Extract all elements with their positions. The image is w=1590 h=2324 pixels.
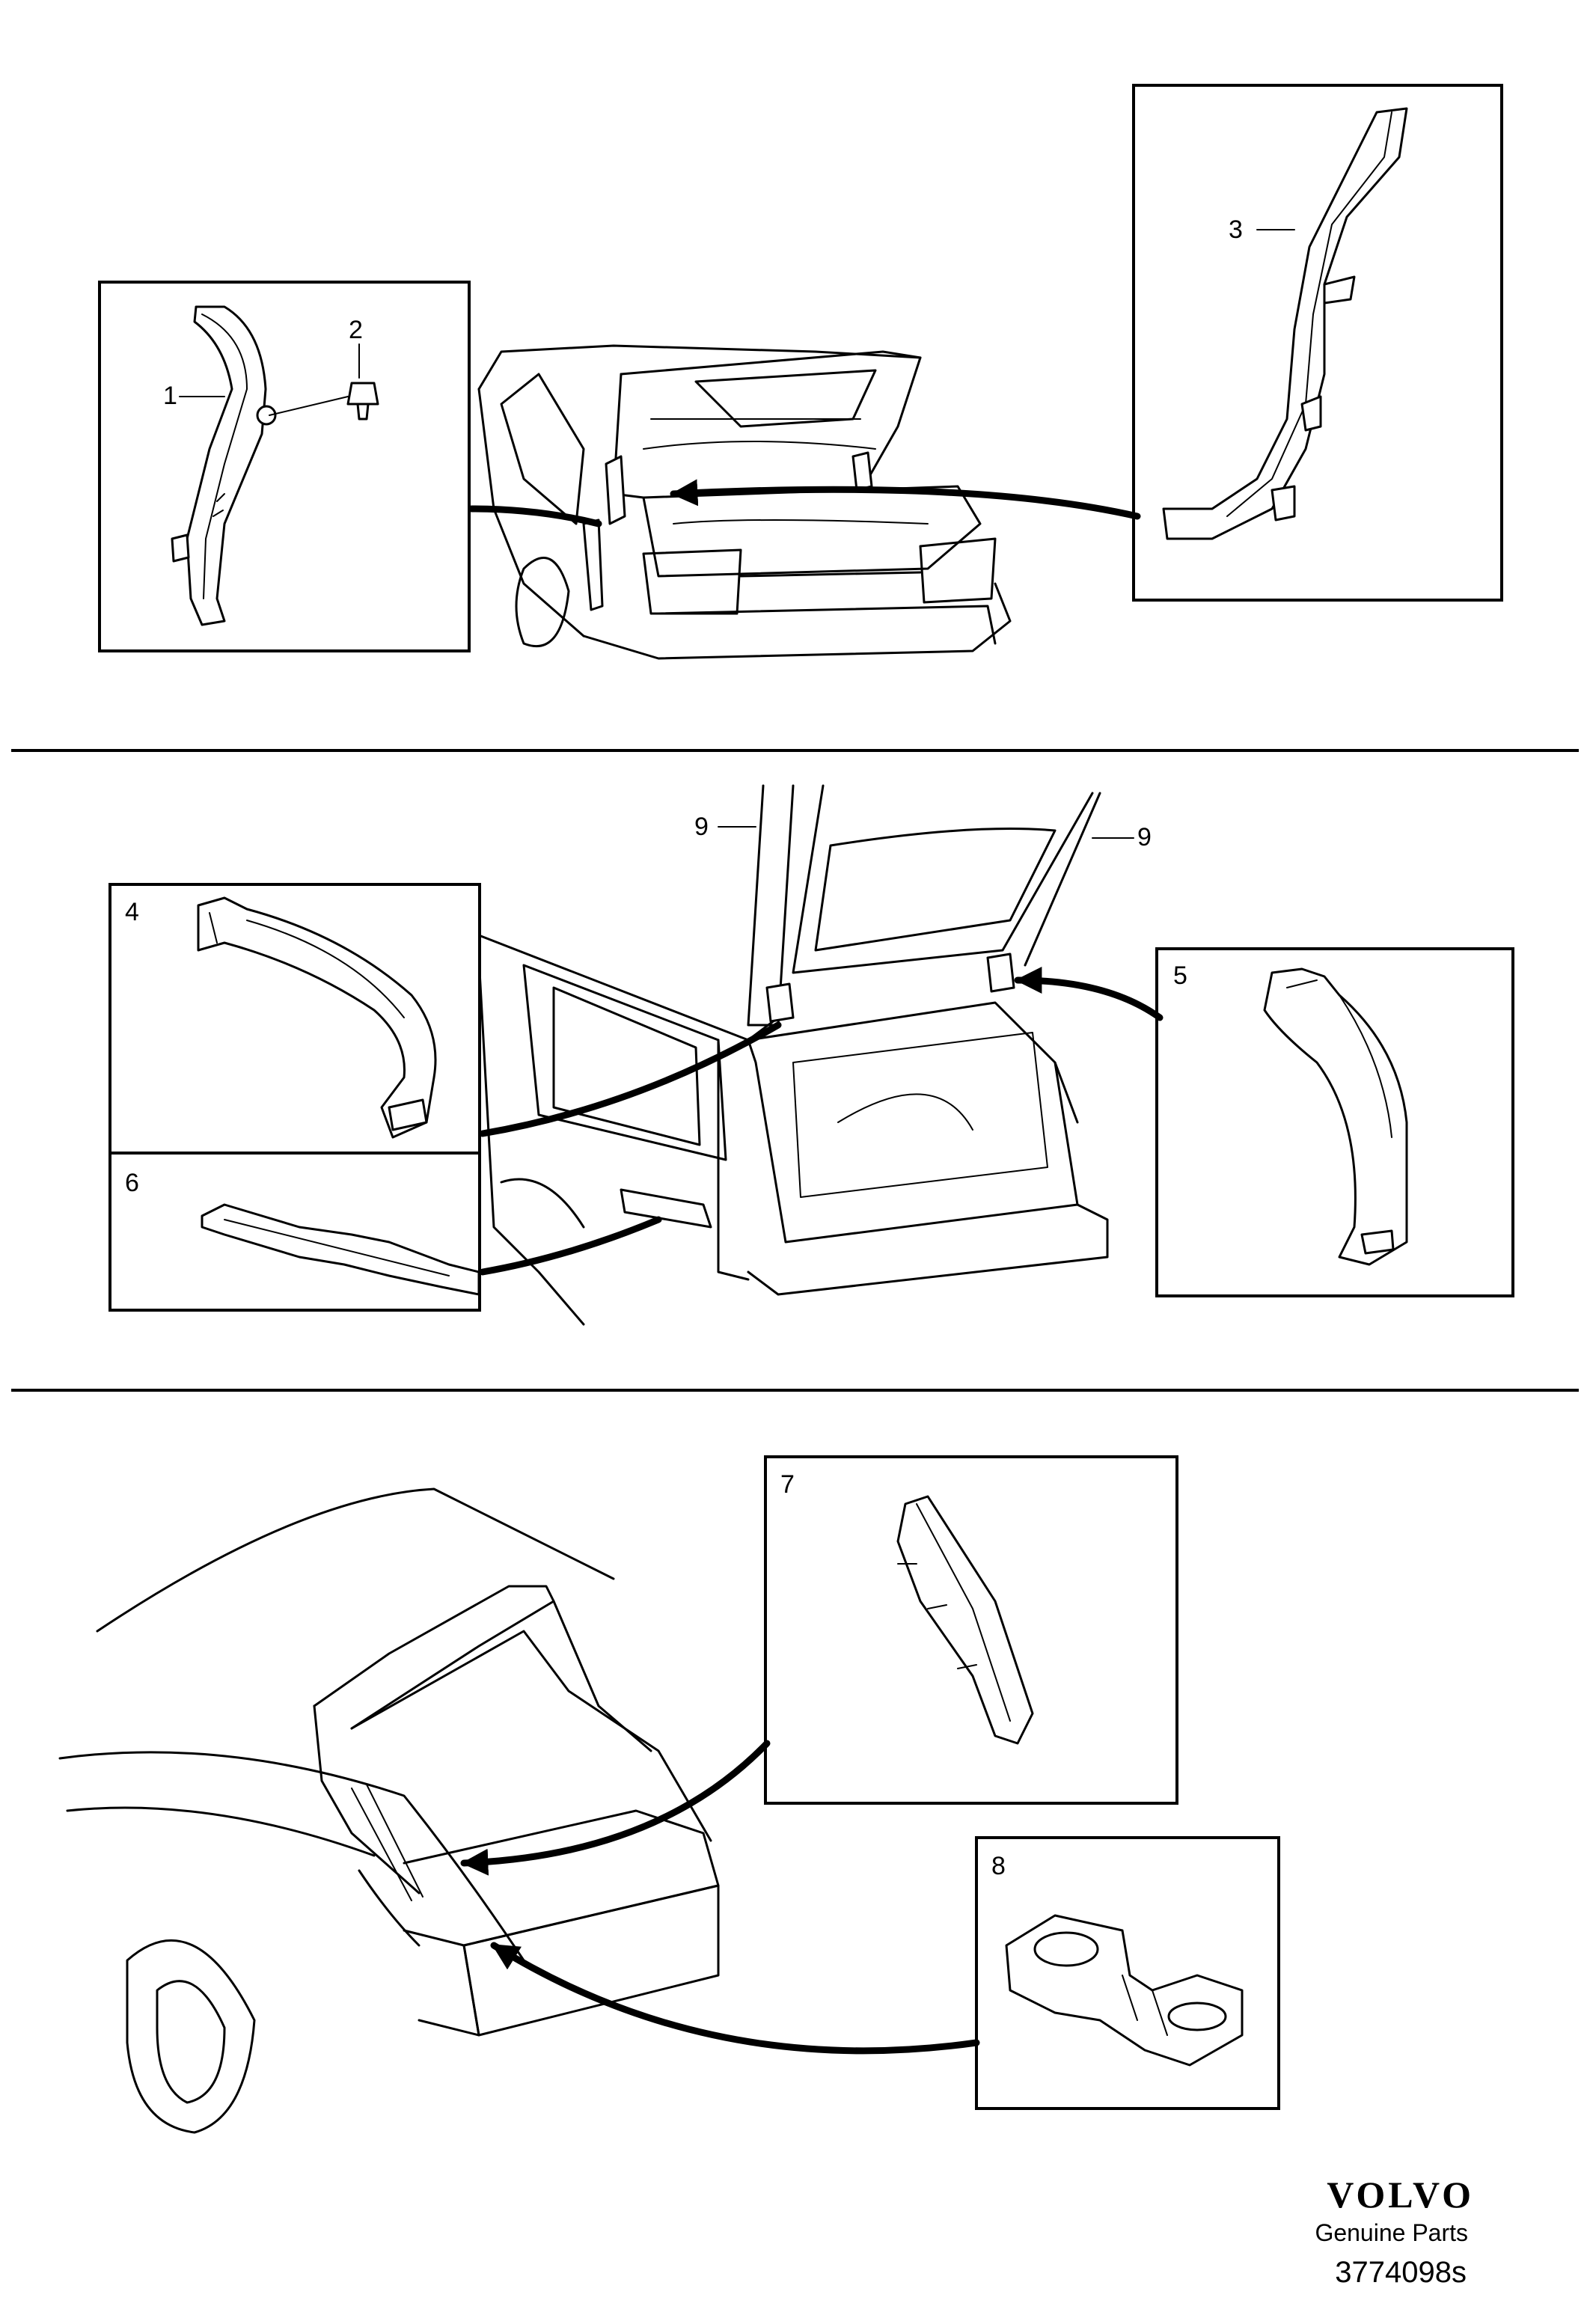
pointer-to-box-5: [1014, 967, 1164, 1021]
pointer-to-box-7: [460, 1740, 771, 1876]
label-part-9-left: 9: [694, 813, 709, 841]
label-part-2: 2: [349, 316, 363, 344]
section-sedan: 1 2 3: [98, 84, 1503, 660]
coupe-car-illustration: [58, 1487, 720, 2134]
part-4-hinge-cover: [197, 896, 437, 1139]
pointer-to-box-1: [468, 505, 602, 528]
section-coupe: 7 8: [58, 1455, 1280, 2134]
estate-car-illustration: [477, 784, 1109, 1326]
part-2-screw: [269, 382, 379, 421]
part-5-hinge-cover: [1263, 967, 1408, 1266]
brand-subtitle: Genuine Parts: [1315, 2219, 1468, 2246]
part-8-clip: [1005, 1914, 1244, 2067]
pointer-to-box-4: [479, 1021, 782, 1137]
part-7-cover-strip: [896, 1495, 1034, 1745]
label-part-9-right: 9: [1137, 823, 1152, 851]
part-1-hinge-bracket: [171, 305, 277, 626]
pointer-to-box-8: [490, 1942, 980, 2055]
part-6-strip: [201, 1203, 480, 1296]
label-part-4: 4: [125, 898, 139, 926]
pointer-to-box-6: [479, 1216, 662, 1276]
section-estate: 9 9 4 6 5: [108, 784, 1514, 1326]
brand-logo: VOLVO: [1327, 2174, 1474, 2216]
footer-branding: VOLVO Genuine Parts 3774098s: [1315, 2174, 1474, 2289]
diagram-reference: 3774098s: [1335, 2256, 1467, 2289]
detail-box-1-2: [98, 281, 471, 652]
label-part-5: 5: [1173, 961, 1187, 990]
label-part-6: 6: [125, 1169, 139, 1197]
label-part-1: 1: [163, 382, 177, 410]
pointer-to-box-3: [670, 479, 1141, 520]
label-part-3: 3: [1229, 215, 1243, 244]
label-part-7: 7: [780, 1470, 795, 1499]
label-part-8: 8: [991, 1852, 1006, 1880]
sedan-car-illustration: [477, 344, 1012, 660]
part-3-hinge-bracket: [1162, 107, 1408, 540]
